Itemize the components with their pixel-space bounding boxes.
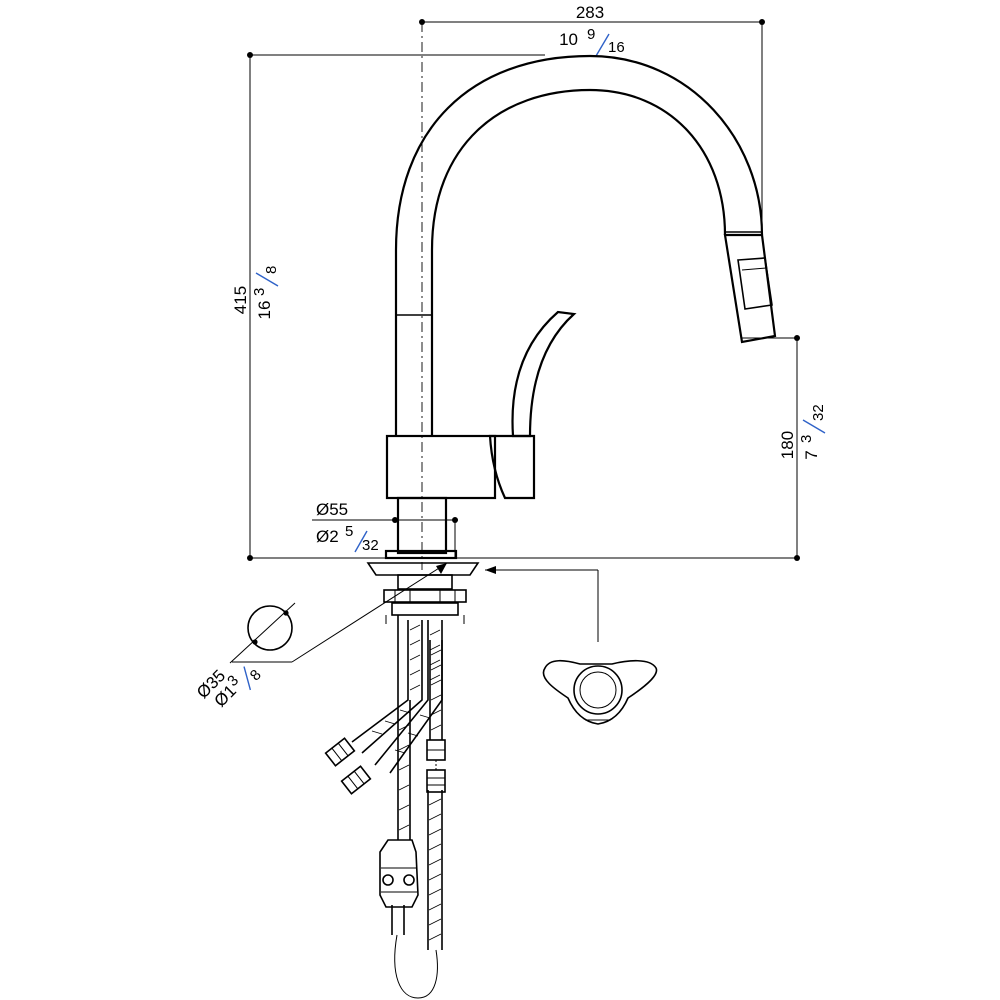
faucet-body [385,434,536,500]
base-diameter-inch-denominator: 32 [362,537,379,554]
spout-height-inch-denominator: 32 [810,404,827,421]
height-inch-numerator: 3 [251,288,268,296]
base-diameter-inch-numerator: 5 [345,523,353,540]
faucet-handle-lever [511,310,577,438]
spout-height-dimension: 180 7 3 32 [742,335,827,561]
hose-weight [379,839,419,908]
spout-height-inch-whole: 7 [802,450,821,459]
base-diameter-mm-label: Ø55 [316,500,348,519]
height-inch-denominator: 8 [263,266,280,274]
mounting-bracket-top-view [542,659,658,725]
height-fraction-slash [255,272,279,287]
faucet-neck [396,496,448,555]
hose-connectors [324,737,446,795]
hole-diameter-dimension: Ø35 Ø1 3 8 [193,562,448,711]
faucet-spout [394,22,764,570]
braided-supply-hoses [351,615,443,999]
spout-height-inch-numerator: 3 [798,435,815,443]
height-inch-whole: 16 [255,301,274,320]
base-diameter-inch-whole: Ø2 [316,527,339,546]
base-diameter-dimension: Ø55 Ø2 5 32 [312,500,458,558]
hole-diameter-fraction-slash [243,666,252,691]
width-mm-label: 283 [576,3,604,22]
spout-height-fraction-slash [802,419,826,434]
height-mm-label: 415 [231,286,250,314]
mounting-shank-assembly [383,574,467,624]
width-inch-denominator: 16 [608,39,625,56]
width-fraction-slash [595,33,610,57]
width-inch-whole: 10 [559,30,578,49]
width-dimension: 283 10 9 16 [419,3,765,235]
mounting-base-plate [366,549,599,642]
height-dimension: 415 16 3 8 [231,52,545,561]
base-diameter-fraction-slash [354,530,368,553]
width-inch-numerator: 9 [587,26,595,43]
pull-down-spray-head [723,231,777,344]
hole-diameter-inch-denominator: 8 [247,666,265,684]
spout-height-mm-label: 180 [778,431,797,459]
